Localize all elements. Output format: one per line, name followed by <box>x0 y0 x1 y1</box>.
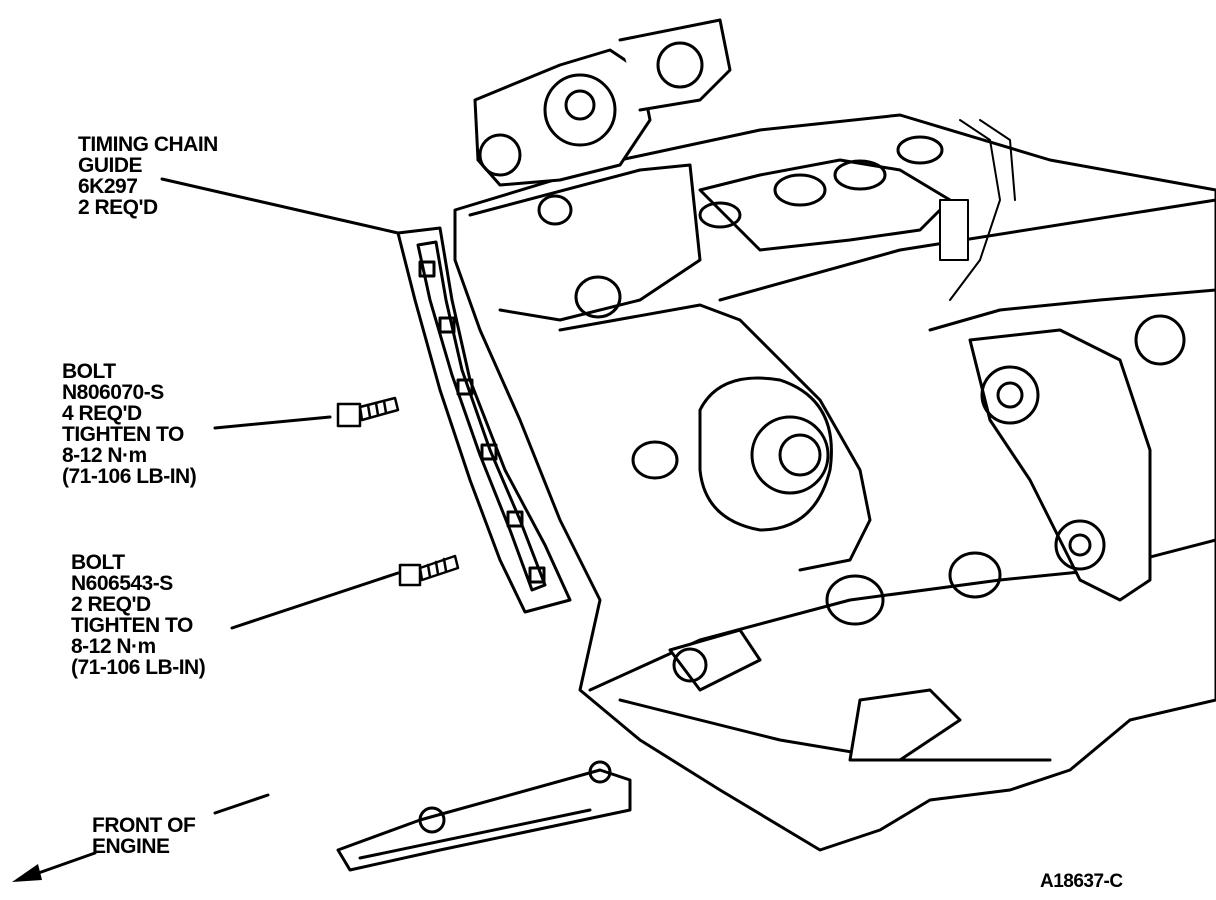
callout-line: BOLT <box>62 360 116 383</box>
callout-line: GUIDE <box>78 154 143 177</box>
bolt-upper-illustration <box>336 396 400 428</box>
callout-line: ENGINE <box>92 835 170 858</box>
pickup-bracket <box>336 760 632 872</box>
callout-line: N606543-S <box>71 572 173 595</box>
leader-line-bolt-lower <box>230 571 400 630</box>
callout-line: 8-12 N·m <box>62 444 147 467</box>
leader-lines <box>160 177 400 815</box>
leader-line-front <box>213 793 270 815</box>
timing-chain-guide-callout: TIMING CHAIN GUIDE 6K297 2 REQ'D <box>78 134 218 218</box>
front-of-engine-callout: FRONT OF ENGINE <box>92 814 196 858</box>
callout-line: (71-106 LB-IN) <box>71 656 206 679</box>
callout-line: TIMING CHAIN <box>78 133 218 156</box>
callout-line: 2 REQ'D <box>71 593 151 616</box>
callout-line: (71-106 LB-IN) <box>62 465 197 488</box>
callout-line: 6K297 <box>78 175 138 198</box>
leader-line-guide <box>160 177 400 235</box>
callout-line: TIGHTEN TO <box>62 423 184 446</box>
figure-id-label: A18637-C <box>1040 871 1123 892</box>
callout-line: BOLT <box>71 551 125 574</box>
callout-line: 4 REQ'D <box>62 402 142 425</box>
callout-line: 8-12 N·m <box>71 635 156 658</box>
callout-line: FRONT OF <box>92 814 196 837</box>
sensor-wires <box>939 119 1016 301</box>
bolt-lower-callout: BOLT N606543-S 2 REQ'D TIGHTEN TO 8-12 N… <box>71 551 206 679</box>
leader-line-bolt-upper <box>213 415 332 430</box>
bolt-lower-illustration <box>398 554 460 587</box>
upper-camshaft-sprocket <box>473 18 732 187</box>
callout-line: 2 REQ'D <box>78 196 158 219</box>
callout-line: TIGHTEN TO <box>71 614 193 637</box>
timing-chain-guide <box>396 226 572 614</box>
front-arrow <box>12 851 97 882</box>
callout-line: N806070-S <box>62 381 164 404</box>
engine-block <box>453 113 1216 852</box>
bolt-upper-callout: BOLT N806070-S 4 REQ'D TIGHTEN TO 8-12 N… <box>62 360 197 488</box>
right-camshaft-sprocket <box>968 314 1186 602</box>
